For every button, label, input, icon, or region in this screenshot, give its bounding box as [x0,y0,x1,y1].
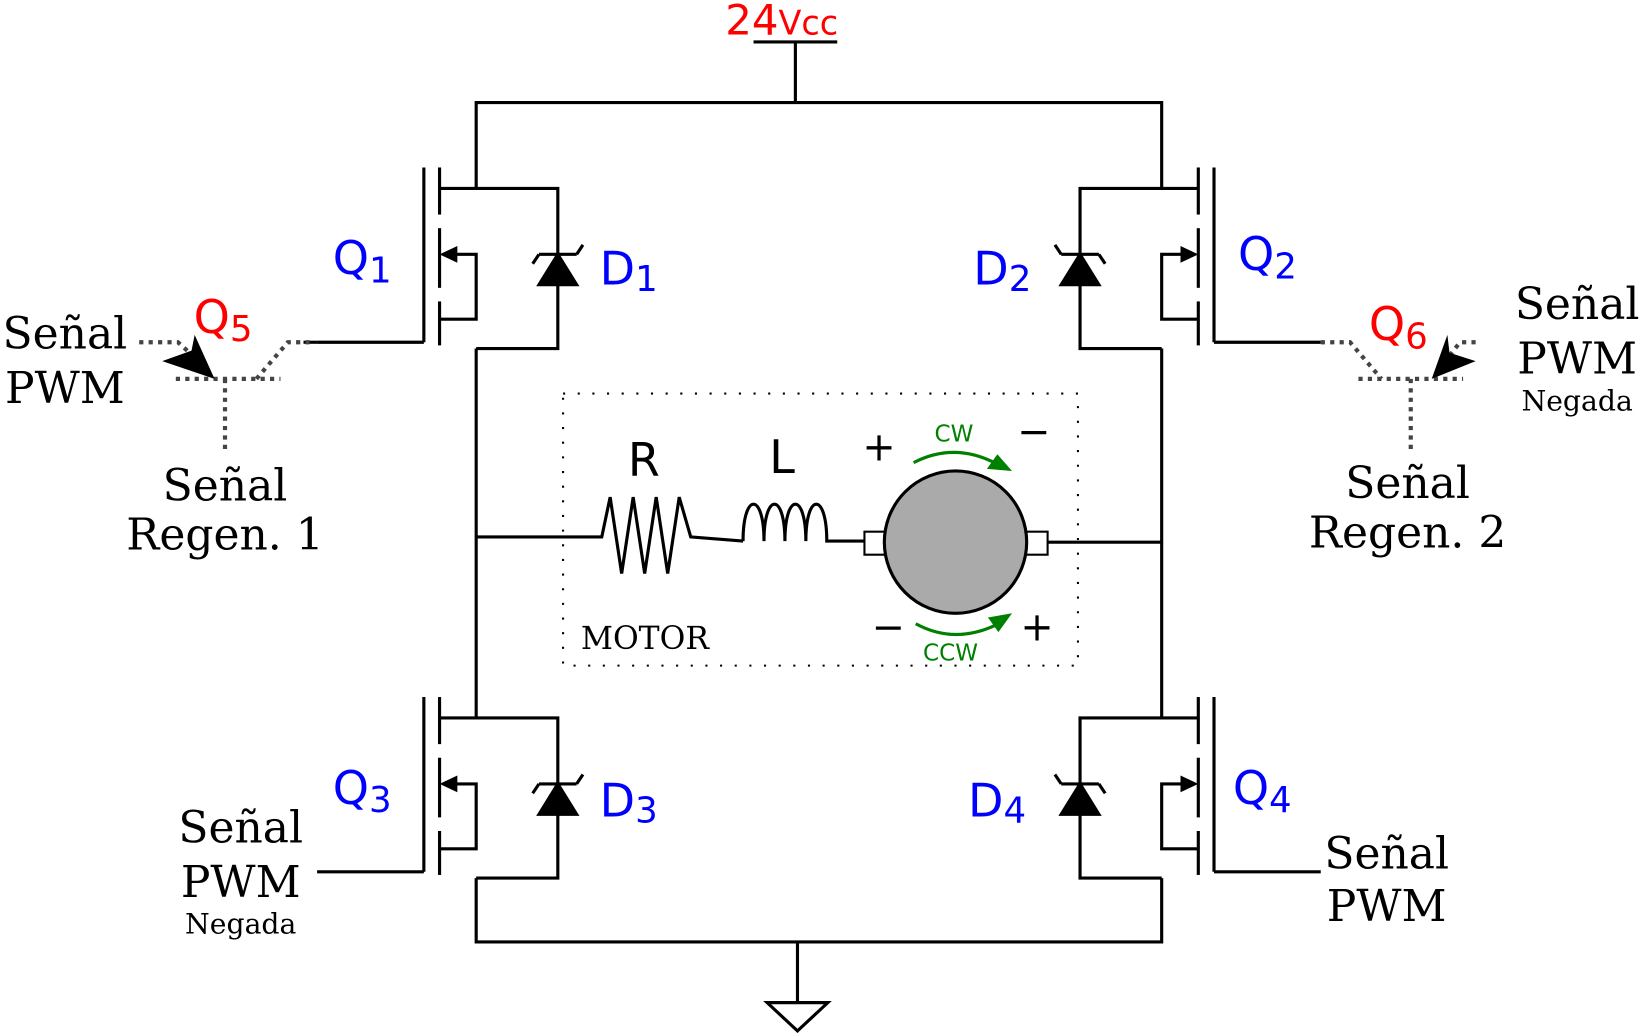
signal-top-right-l3: Negada [1522,384,1633,417]
signal-bottom-left-l2: PWM [181,857,301,908]
signal-regen2-l1: Señal [1345,458,1470,509]
ccw-plus: + [1020,605,1053,651]
motor-terminal-right [1024,530,1049,556]
inductor-label: L [769,430,795,484]
q1-label: Q1 [333,231,392,291]
signal-top-left-l2: PWM [5,363,125,414]
signal-regen1-l1: Señal [163,460,288,511]
signal-bottom-left-l1: Señal [178,803,303,854]
signal-regen1-l2: Regen. 1 [126,509,323,560]
ccw-minus: − [872,605,905,651]
ccw-label: CCW [923,640,978,666]
signal-bottom-left-l3: Negada [185,908,296,941]
d2-label: D2 [973,242,1031,300]
ccw-arrow-icon [914,613,1013,637]
wires [474,101,1164,1003]
q4-label: Q4 [1233,761,1292,821]
q5-label: Q5 [194,290,253,350]
cw-minus: − [1017,409,1050,455]
supply-label: 24Vcc [725,0,838,45]
d4-label: D4 [968,773,1026,831]
motor-terminal-left [863,530,887,556]
signal-regen2-l2: Regen. 2 [1309,507,1506,558]
cw-plus: + [862,425,895,471]
q5-switch [139,334,318,453]
motor-icon [882,469,1029,615]
q2-label: Q2 [1238,227,1297,287]
q6-label: Q6 [1369,297,1428,357]
signal-top-right-l2: PWM [1517,334,1637,385]
signal-top-right-l1: Señal [1515,279,1640,330]
signal-bottom-right-l1: Señal [1324,829,1449,880]
motor-label: MOTOR [581,621,710,657]
d1-label: D1 [600,242,658,300]
q6-switch [1320,334,1476,453]
d3-label: D3 [600,773,658,831]
cw-label: CW [935,422,974,448]
resistor-label: R [628,433,660,487]
supply-terminal: 24Vcc [725,0,838,103]
q3-label: Q3 [333,761,392,821]
signal-top-left-l1: Señal [3,309,128,360]
signal-bottom-right-l2: PWM [1327,881,1447,932]
motor-box [562,392,1079,667]
cw-arrow-icon [912,450,1013,471]
ground-icon [763,1001,832,1033]
